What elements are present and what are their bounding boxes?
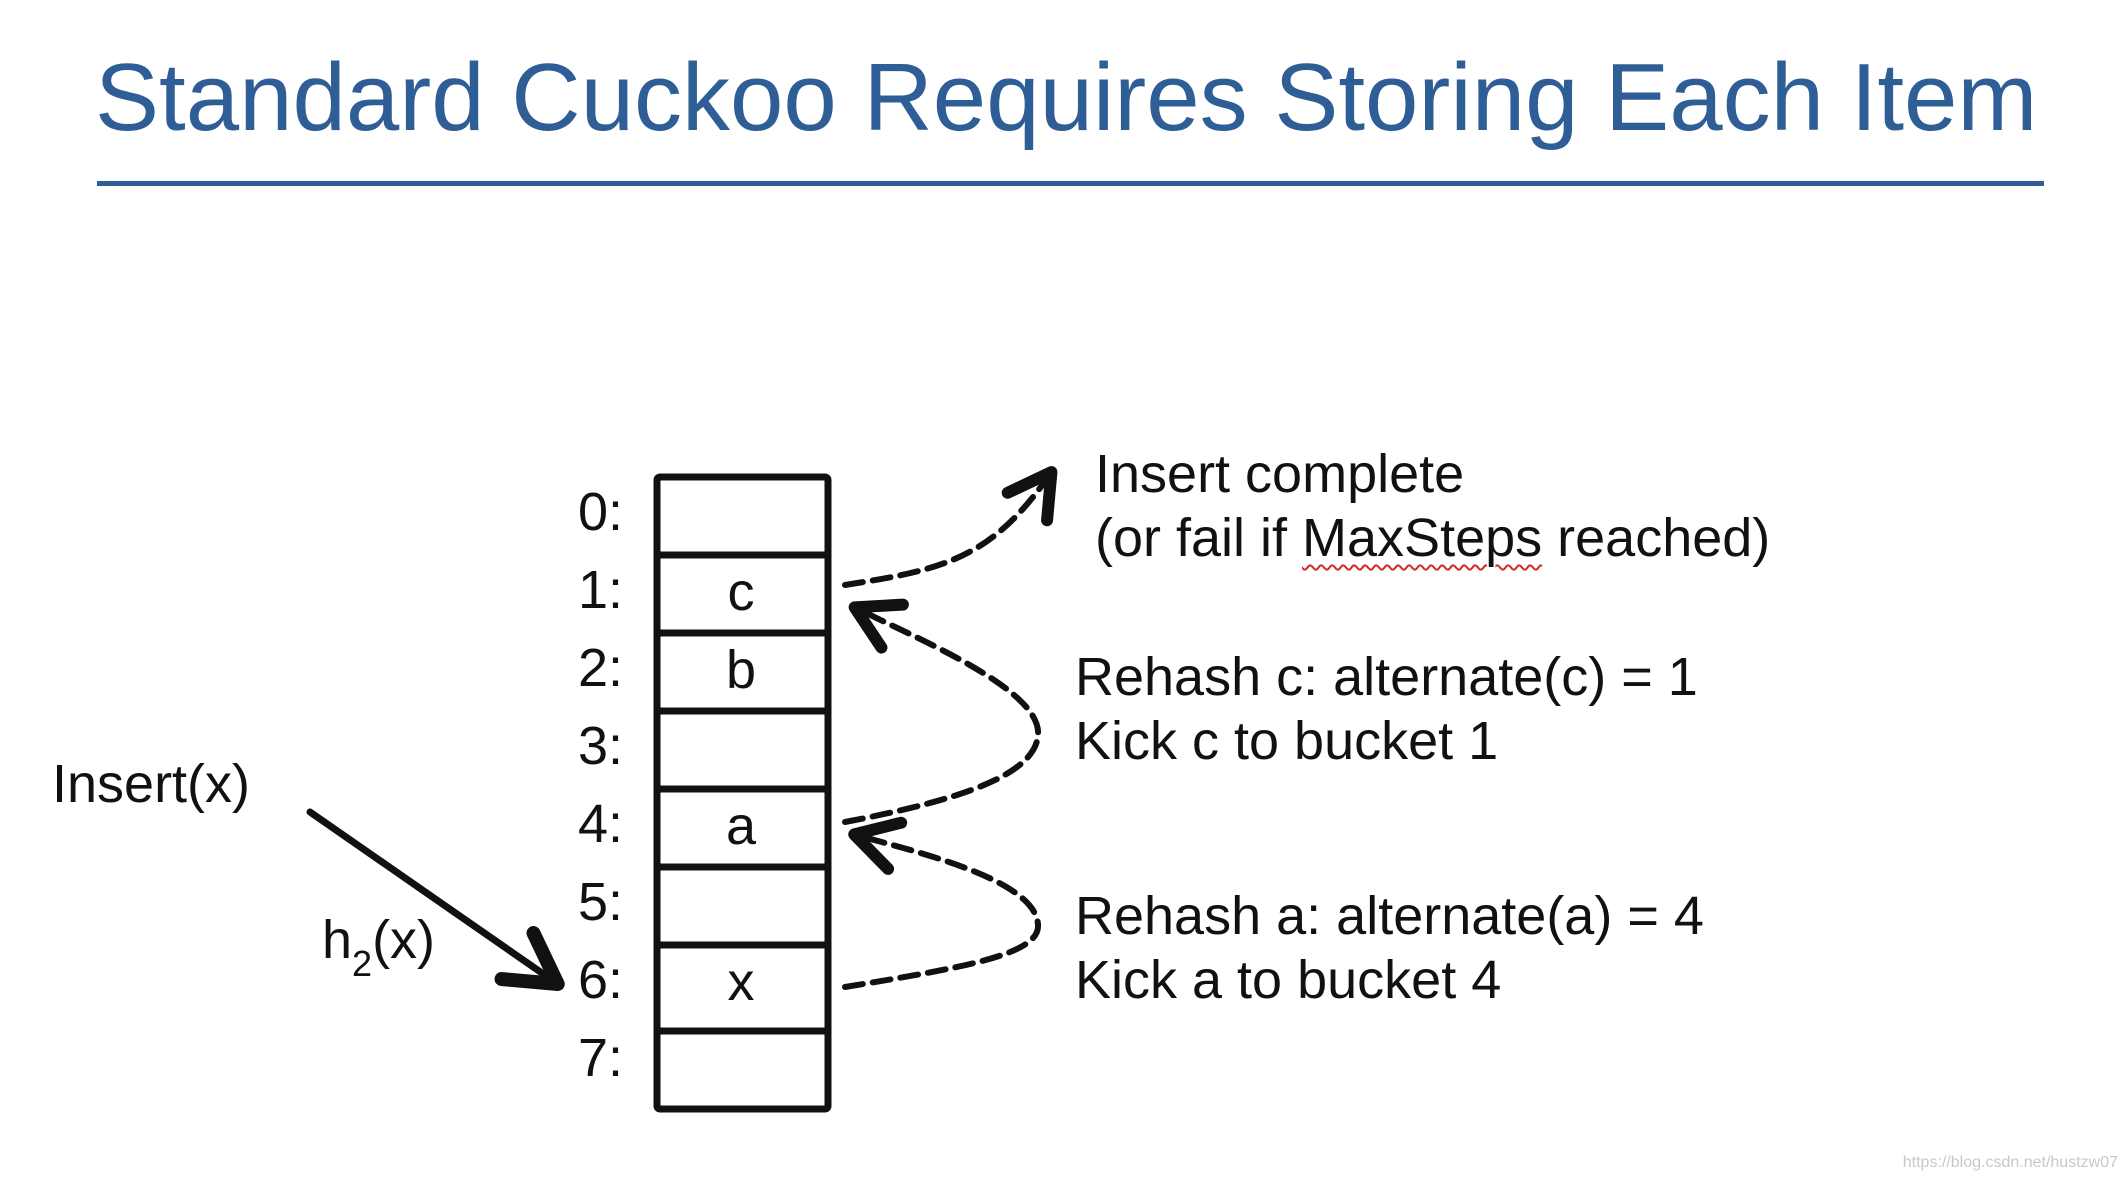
bucket-index-4: 4: bbox=[578, 794, 624, 854]
bucket-table-outline bbox=[653, 473, 832, 1113]
bucket-value-1: c bbox=[727, 562, 755, 622]
bucket-index-5: 5: bbox=[578, 872, 624, 932]
hash-subscript: 2 bbox=[352, 942, 373, 984]
slide-title: Standard Cuckoo Requires Storing Each It… bbox=[95, 44, 2038, 151]
hash-arg: (x) bbox=[372, 910, 436, 970]
kick-arrow-a-to-1 bbox=[842, 598, 1042, 825]
bucket-index-0: 0: bbox=[578, 482, 624, 542]
hash-base: h bbox=[322, 910, 353, 970]
fail-condition-post: reached) bbox=[1542, 508, 1771, 568]
kick-arrow-x-to-4 bbox=[842, 816, 1041, 990]
bucket-index-3: 3: bbox=[578, 716, 624, 776]
insert-label: Insert(x) bbox=[52, 754, 251, 814]
kick-a-text: Kick a to bucket 4 bbox=[1075, 950, 1502, 1010]
bucket-index-7: 7: bbox=[578, 1028, 624, 1088]
bucket-value-4: a bbox=[725, 796, 757, 856]
bucket-index-6: 6: bbox=[578, 950, 624, 1010]
kick-c-text: Kick c to bucket 1 bbox=[1075, 711, 1499, 771]
fail-condition-pre: (or fail if bbox=[1095, 508, 1303, 568]
bucket-table bbox=[653, 473, 832, 1113]
hash-function-label: h2(x) bbox=[322, 908, 435, 990]
insert-complete-text: Insert complete bbox=[1095, 444, 1465, 504]
watermark: https://blog.csdn.net/hustzw07 bbox=[1902, 1154, 2118, 1171]
bucket-value-6: x bbox=[727, 952, 755, 1012]
hash-arrow bbox=[306, 808, 565, 991]
fail-condition-text: (or fail if MaxSteps reached) bbox=[1095, 506, 1770, 570]
bucket-value-2: b bbox=[725, 640, 757, 700]
rehash-c-text: Rehash c: alternate(c) = 1 bbox=[1075, 647, 1698, 707]
maxsteps-keyword: MaxSteps bbox=[1302, 508, 1543, 568]
bucket-index-2: 2: bbox=[578, 638, 624, 698]
bucket-index-1: 1: bbox=[578, 560, 624, 620]
complete-arrow bbox=[842, 466, 1058, 588]
title-underline bbox=[97, 181, 2044, 186]
rehash-a-text: Rehash a: alternate(a) = 4 bbox=[1075, 886, 1704, 946]
